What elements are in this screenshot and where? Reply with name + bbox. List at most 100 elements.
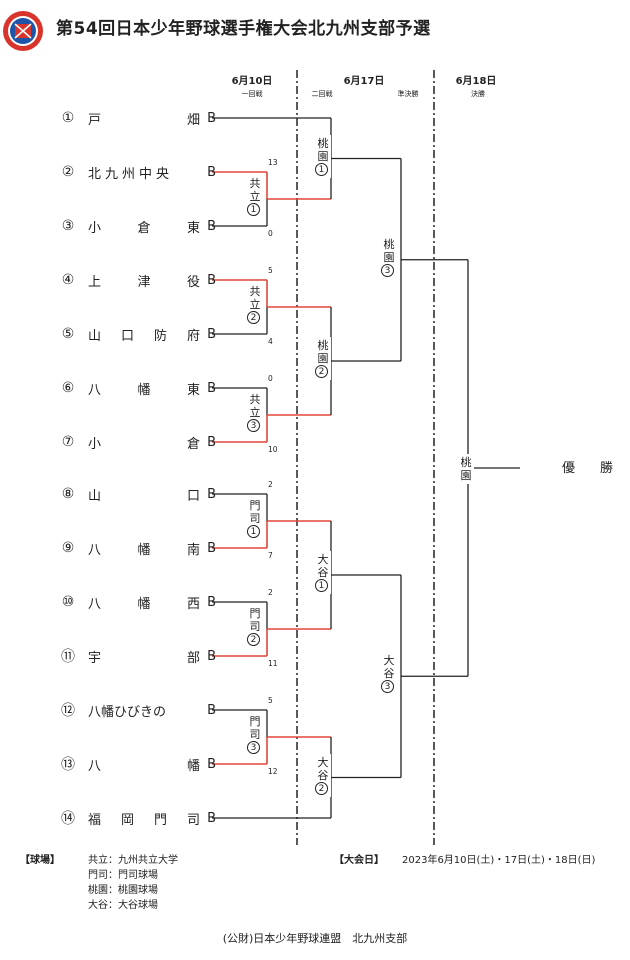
venue-item: 桃園：桃園球場 xyxy=(88,885,158,896)
venue-item: 大谷：大谷球場 xyxy=(88,900,158,911)
round-label: 一回戦 xyxy=(241,90,263,98)
team-suffix: B xyxy=(207,218,216,234)
team-number: ⑤ xyxy=(61,326,75,342)
score: 2 xyxy=(268,480,273,489)
date-header: 6月17日 xyxy=(343,76,385,87)
match-venue-char: 園 xyxy=(383,250,395,264)
team-number: ⑫ xyxy=(61,703,75,719)
team-entry: ⑪ 宇部 B xyxy=(56,646,216,666)
match-number: 2 xyxy=(315,781,328,795)
match-venue-char: 門 xyxy=(249,715,261,728)
team-entry: ⑬ 八幡 B xyxy=(56,754,216,774)
score: 5 xyxy=(268,696,273,705)
team-name: 北九州中央 xyxy=(88,166,174,182)
team-number: ④ xyxy=(61,272,75,288)
team-suffix: B xyxy=(207,648,216,664)
match-number: 3 xyxy=(381,263,394,277)
team-number: ⑭ xyxy=(61,811,75,827)
venues-heading: 【球場】 xyxy=(20,855,60,866)
team-suffix: B xyxy=(207,434,216,450)
match-number: 1 xyxy=(315,579,328,592)
match-venue-char: 桃 xyxy=(317,339,329,352)
team-entry: ③ 小倉東 B xyxy=(56,216,216,236)
team-number: ⑧ xyxy=(61,486,75,502)
match-venue-char: 園 xyxy=(317,149,329,163)
venues-list: 共立：九州共立大学 門司：門司球場 桃園：桃園球場 大谷：大谷球場 xyxy=(88,853,178,913)
match-venue-char: 門 xyxy=(249,499,261,512)
team-number: ⑥ xyxy=(61,380,75,396)
team-name: 小倉東 xyxy=(88,220,200,236)
score: 11 xyxy=(268,659,278,668)
team-suffix: B xyxy=(207,486,216,502)
team-suffix: B xyxy=(207,702,216,718)
page-title: 第54回日本少年野球選手権大会北九州支部予選 xyxy=(56,19,431,39)
match-number: 1 xyxy=(247,525,260,538)
round-label: 決勝 xyxy=(471,90,485,98)
match-venue-char: 司 xyxy=(249,512,261,525)
match-venue-char: 門 xyxy=(249,607,261,620)
match-number: 1 xyxy=(315,162,328,176)
match-venue-char: 大 xyxy=(317,755,329,769)
team-name: 八幡西 xyxy=(88,596,200,612)
team-name: 宇部 xyxy=(88,650,200,666)
team-name: 八幡東 xyxy=(88,382,200,398)
match-venue-char: 桃 xyxy=(460,456,472,469)
team-entry: ⑥ 八幡東 B xyxy=(56,378,216,398)
team-suffix: B xyxy=(207,326,216,342)
match-venue-char: 園 xyxy=(317,352,329,365)
match-venue-char: 共 xyxy=(249,393,261,406)
venue-item: 門司：門司球場 xyxy=(88,870,158,881)
team-number: ③ xyxy=(61,218,75,234)
schedule-heading: 【大会日】 xyxy=(334,855,384,866)
match-venue-char: 大 xyxy=(317,553,329,566)
team-suffix: B xyxy=(207,110,216,126)
score: 13 xyxy=(268,158,278,167)
match-number: 3 xyxy=(381,680,394,694)
match-venue-char: 桃 xyxy=(317,136,329,150)
team-name: 戸畑 xyxy=(88,112,200,128)
team-number: ① xyxy=(61,110,75,126)
venue-item: 共立：九州共立大学 xyxy=(88,855,178,866)
team-suffix: B xyxy=(207,380,216,396)
match-venue-char: 桃 xyxy=(383,237,395,251)
match-number: 2 xyxy=(247,311,260,324)
team-name: 山口 xyxy=(88,488,200,504)
score: 0 xyxy=(268,374,273,383)
team-name: 上津役 xyxy=(88,274,200,290)
score: 10 xyxy=(268,445,278,454)
match-number: 3 xyxy=(247,741,260,754)
team-entry: ① 戸畑 B xyxy=(56,108,216,128)
score: 4 xyxy=(268,337,273,346)
team-suffix: B xyxy=(207,594,216,610)
team-suffix: B xyxy=(207,810,216,826)
team-number: ⑦ xyxy=(61,434,75,450)
organizer: (公財)日本少年野球連盟 北九州支部 xyxy=(222,932,408,945)
match-venue-char: 大 xyxy=(383,654,395,668)
score: 2 xyxy=(268,588,273,597)
team-name: 八幡 xyxy=(88,758,200,774)
team-name: 山口防府 xyxy=(88,328,200,344)
match-venue-char: 共 xyxy=(249,177,261,190)
team-suffix: B xyxy=(207,756,216,772)
league-emblem-icon xyxy=(3,11,43,51)
score: 7 xyxy=(268,551,273,560)
team-name: 八幡南 xyxy=(88,542,200,558)
team-number: ⑪ xyxy=(61,649,75,665)
team-number: ⑬ xyxy=(61,757,75,773)
date-header: 6月18日 xyxy=(455,76,497,87)
